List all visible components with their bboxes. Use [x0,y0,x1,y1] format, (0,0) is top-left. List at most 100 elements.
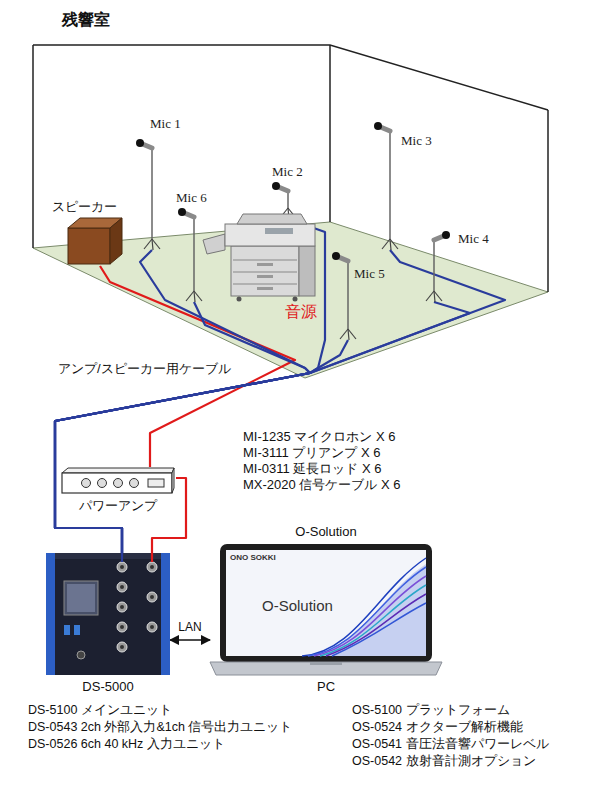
tripod-leg [348,329,356,339]
device-node: パワーアンプ [60,467,176,517]
amplifier-label: パワーアンプ [79,497,157,515]
room-edge [32,45,34,248]
printer-drawer [233,272,297,273]
screen-wave-line [332,603,426,656]
software-list: OS-0541 音圧法音響パワーレベル [352,736,549,753]
device-screen [67,584,95,612]
mic-stand [347,261,349,329]
speaker-label: スピーカー [52,198,117,216]
tripod-leg [152,239,153,250]
screen-title: O-Solution [262,597,333,614]
printer-side [299,246,315,296]
bnc-connector [147,562,157,572]
speaker-front [68,228,110,264]
tripod-leg [194,291,195,302]
mic-label: Mic 6 [176,190,207,206]
room-edge [547,110,549,292]
amp-side [172,468,174,493]
bnc-connector [147,622,157,632]
bnc-connector [117,642,127,652]
sound-source-label: 音源 [285,302,317,323]
microphone-icon [134,116,183,250]
bnc-pin [120,645,124,649]
microphone: Mic 2 [270,164,305,219]
screen-logo: ONO SOKKI [230,553,276,562]
bnc-connector [117,602,127,612]
drawer-handle [257,287,273,290]
bnc-connector [147,592,157,602]
hardware-list: DS-0526 6ch 40 kHz 入力ユニット [28,736,225,753]
software-list: OS-5100 プラットフォーム [352,702,510,719]
mic-stand [193,217,195,291]
microphone: Mic 5 [330,250,387,340]
mic-stand [389,131,391,239]
software-list: OS-0542 放射音計測オプション [352,753,536,770]
mic-label: Mic 5 [354,266,385,282]
edge-label: LAN [176,620,203,634]
printer-feeder [237,214,307,224]
device-side [161,553,170,675]
mic-capsule [272,182,280,190]
tripod-leg [144,239,152,249]
bnc-pin [120,625,124,629]
screen-wave-line [314,576,426,656]
laptop-screen [226,550,426,656]
usb-port [74,625,80,635]
tripod-leg [434,291,435,302]
device-node: スピーカー [50,198,132,266]
bnc-connector [117,562,127,572]
bnc-pin [120,565,124,569]
printer-body [231,246,299,296]
device-side [46,553,55,675]
drawer-handle [257,275,273,278]
printer-tray [203,234,225,254]
parts-list: MI-1235 マイクロホン X 6 [243,428,395,446]
bnc-pin [150,625,154,629]
analyzer-label: DS-5000 [82,679,133,694]
device-node: 音源 [203,210,325,322]
microphone: Mic 1 [134,116,183,250]
tripod-leg [382,239,390,249]
speaker-side [110,218,122,264]
cable-connector [55,302,470,553]
bnc-connector [117,622,127,632]
printer-drawer [233,284,297,285]
bnc-pin [120,585,124,589]
tripod-leg [194,291,202,301]
mic-capsule [374,122,382,130]
microphone: Mic 4 [424,229,491,302]
printer-panel [265,228,293,234]
parts-list: MI-0311 延長ロッド X 6 [243,460,381,478]
hardware-list: DS-5100 メインユニット [28,702,172,719]
mic-stand [433,240,435,291]
mic-capsule [136,139,144,147]
printer-caster [293,297,298,302]
amp-switch [148,479,164,487]
laptop-bezel [220,544,432,662]
device-body [46,553,170,675]
power-button [77,651,85,659]
tripod-leg [426,291,434,301]
pc-label: PC [317,679,335,694]
amp-knob [82,479,91,488]
microphone: Mic 6 [176,190,209,302]
printer-drawer [233,260,297,261]
bnc-pin [150,565,154,569]
printer-caster [237,297,242,302]
room-edge [33,45,548,110]
hardware-list: DS-0543 2ch 外部入力&1ch 信号出力ユニット [28,719,292,736]
cable-connector [170,639,210,641]
parts-list: MI-3111 プリアンプ X 6 [243,444,381,462]
tripod-leg [340,329,348,339]
screen-wave-line [320,585,426,656]
microphone-icon [330,250,387,340]
cable-connector [55,219,325,553]
amp-top [62,468,174,473]
device-trim [55,553,161,559]
tripod-leg [186,291,194,301]
device-node: DS-5000 [46,553,170,699]
mic-label: Mic 2 [272,164,303,180]
microphone: Mic 3 [372,120,434,250]
mic-label: Mic 4 [458,231,489,247]
